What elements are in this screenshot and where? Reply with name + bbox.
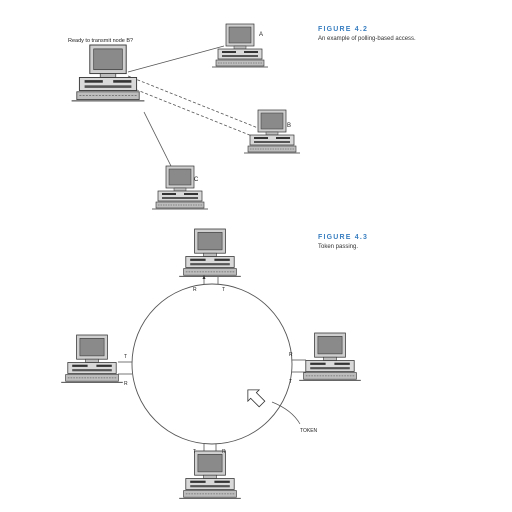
token-leader-line (271, 401, 301, 425)
master-computer (70, 44, 146, 102)
link-master-a (127, 45, 225, 73)
node-a-computer (211, 23, 269, 68)
figure-4-2-caption: An example of polling-based access. (318, 36, 416, 42)
figure-4-3-number: FIGURE 4.3 (318, 234, 369, 241)
ring-node-right (298, 332, 362, 381)
bottom-label-t: T (193, 449, 196, 455)
poll-link-master-b-2 (121, 83, 253, 137)
ring-node-top (178, 228, 242, 277)
token-arrow-icon (247, 389, 266, 408)
node-c-label: C (194, 177, 199, 183)
left-label-t: T (124, 354, 127, 360)
right-label-t: T (289, 379, 292, 385)
node-b-label: B (287, 123, 291, 129)
top-arrow-r (202, 275, 206, 279)
token-label: TOKEN (300, 428, 318, 434)
ring-node-bottom (178, 450, 242, 499)
figure-4-3-caption: Token passing. (318, 244, 359, 250)
node-b-computer (243, 109, 301, 154)
link-master-c (143, 111, 173, 169)
ring-node-left (60, 334, 124, 383)
top-label-r: R (193, 287, 197, 293)
ring (131, 283, 293, 445)
node-c-computer (151, 165, 209, 210)
figure-4-2-number: FIGURE 4.2 (318, 26, 369, 33)
top-label-t: T (222, 287, 225, 293)
polling-diagram: Ready to transmit node B? A B C (68, 23, 301, 210)
poll-link-master-b-1 (127, 75, 259, 129)
bottom-label-r: R (222, 449, 226, 455)
right-label-r: R (289, 352, 293, 358)
left-label-r: R (124, 381, 128, 387)
node-a-label: A (259, 32, 263, 38)
token-ring-diagram: R T T R R T T R TOKEN (60, 228, 362, 499)
polling-message: Ready to transmit node B? (68, 38, 133, 44)
